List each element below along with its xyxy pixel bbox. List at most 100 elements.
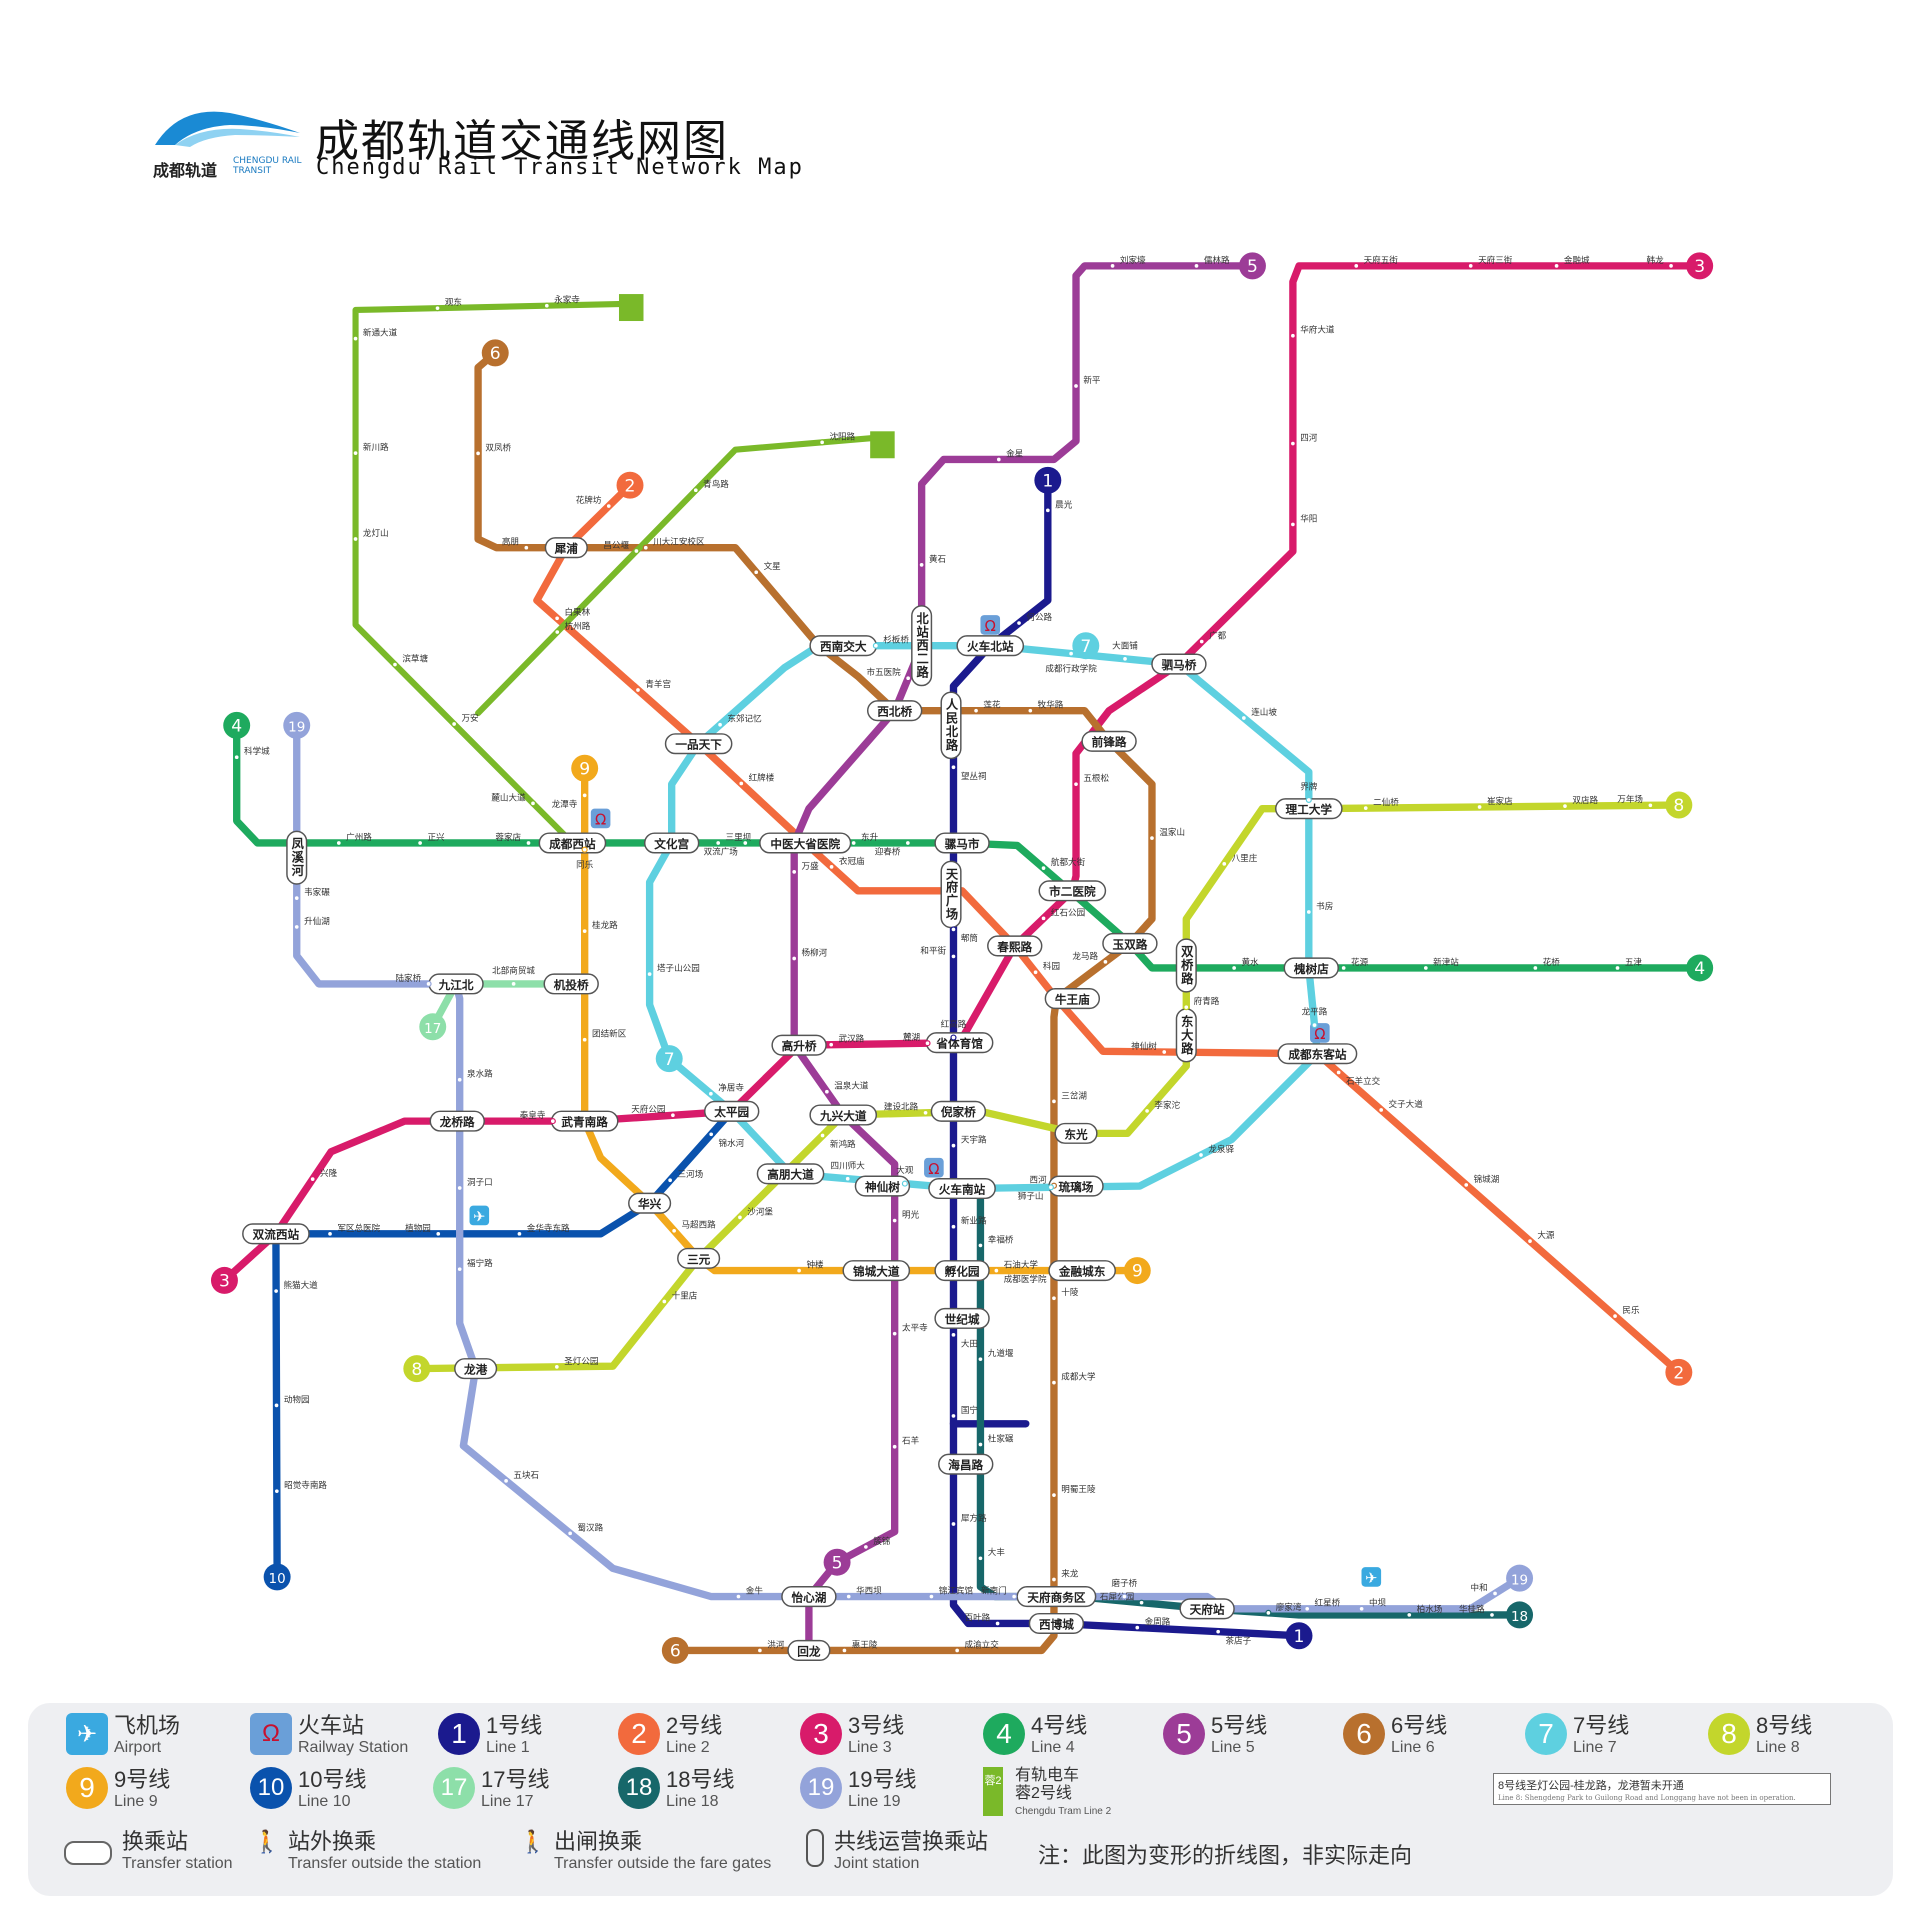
station[interactable]: 十陵 xyxy=(1050,1286,1079,1302)
line-4-badge[interactable]: 4 xyxy=(223,711,251,739)
station[interactable]: 迎春桥 xyxy=(875,839,911,858)
transfer-station[interactable]: 九兴大道 xyxy=(809,1104,878,1126)
transfer-station[interactable]: 高朋大道 xyxy=(756,1163,825,1185)
station[interactable]: 军区总医院 xyxy=(326,1222,381,1237)
line-19-badge[interactable]: 19 xyxy=(283,711,311,739)
station[interactable]: 圣灯公园 xyxy=(553,1356,598,1370)
station[interactable]: 华府大道 xyxy=(1289,324,1335,339)
transfer-station[interactable]: 北站西二路 xyxy=(911,605,933,687)
station[interactable]: 市五医院 xyxy=(866,666,912,682)
station[interactable]: 建设北路 xyxy=(884,1101,929,1116)
station[interactable]: 太平寺 xyxy=(891,1322,928,1337)
station[interactable]: 花牌坊 xyxy=(576,494,612,510)
station[interactable]: 八里庄 xyxy=(1221,852,1258,867)
line-18-badge[interactable]: 18 xyxy=(1506,1601,1534,1629)
station[interactable]: 惠王陵 xyxy=(841,1638,878,1654)
station[interactable]: 大丰 xyxy=(977,1546,1005,1562)
station[interactable]: 连山坡 xyxy=(1240,706,1277,722)
station[interactable]: 茶店子 xyxy=(1215,1628,1252,1646)
transfer-station[interactable]: 犀浦 xyxy=(544,537,588,559)
transfer-station[interactable]: 春熙路 xyxy=(987,935,1043,957)
station[interactable]: 成都行政学院 xyxy=(1045,650,1097,674)
line-10-badge[interactable]: 10 xyxy=(263,1563,291,1591)
transfer-station[interactable]: 怡心湖 xyxy=(781,1585,837,1608)
station[interactable]: 秦皇寺 xyxy=(520,1109,556,1125)
transfer-station[interactable]: 中医大省医院 xyxy=(759,832,852,854)
station[interactable]: 动物园 xyxy=(273,1393,310,1409)
line-1-badge[interactable]: 1 xyxy=(1034,466,1062,494)
station[interactable]: 五根松 xyxy=(1072,772,1110,788)
transfer-station[interactable]: 华兴 xyxy=(628,1192,672,1214)
station[interactable]: 刘家壕 xyxy=(1109,254,1146,269)
station[interactable]: 成渝立交 xyxy=(954,1638,999,1654)
transfer-station[interactable]: 驷马桥 xyxy=(1151,653,1207,675)
station[interactable]: 锦水河 xyxy=(708,1131,745,1149)
line-7-badge[interactable]: 7 xyxy=(1072,632,1100,660)
station[interactable]: 李家沱 xyxy=(1144,1099,1181,1114)
station[interactable]: 双凤桥 xyxy=(475,441,512,457)
station[interactable]: 神仙树 xyxy=(1131,1040,1168,1056)
station[interactable]: 科园 xyxy=(1032,960,1060,976)
transfer-station[interactable]: 理工大学 xyxy=(1274,798,1343,820)
station[interactable]: 蜀汉路 xyxy=(567,1521,604,1537)
station[interactable]: 韩龙 xyxy=(1647,254,1675,269)
station[interactable]: 四川师大 xyxy=(831,1159,866,1182)
station[interactable]: 天府五街 xyxy=(1353,254,1398,269)
station[interactable]: 天府三街 xyxy=(1467,254,1513,269)
line-5-badge[interactable]: 5 xyxy=(823,1548,851,1576)
station[interactable]: 同乐 xyxy=(576,846,594,870)
line-8-badge[interactable]: 8 xyxy=(403,1355,431,1383)
station[interactable]: 郫筒 xyxy=(950,926,978,944)
transfer-station[interactable]: 成都西站 xyxy=(538,832,607,854)
station[interactable]: 红牌楼 xyxy=(738,771,775,787)
station[interactable]: 团结新区 xyxy=(581,1028,627,1043)
station[interactable]: 泉水路 xyxy=(456,1068,493,1083)
transfer-station[interactable]: 太平园 xyxy=(704,1100,760,1122)
station[interactable]: 广州路 xyxy=(335,831,372,847)
line-5-badge[interactable]: 5 xyxy=(1238,252,1266,280)
transfer-station[interactable]: 一品天下 xyxy=(664,733,733,755)
transfer-station[interactable]: 龙港 xyxy=(454,1358,498,1380)
station[interactable]: 龙灯山 xyxy=(352,527,389,543)
station[interactable]: 莲花 xyxy=(973,699,1001,714)
station[interactable]: 民乐 xyxy=(1611,1304,1640,1320)
transfer-station[interactable]: 回龙 xyxy=(787,1639,831,1661)
station[interactable]: 黄石 xyxy=(918,553,946,568)
transfer-station[interactable]: 天府广场 xyxy=(940,860,962,929)
station[interactable]: 熊猫大道 xyxy=(273,1279,318,1295)
station[interactable]: 成都大学 xyxy=(1050,1371,1096,1386)
transfer-station[interactable]: 前锋路 xyxy=(1081,730,1137,752)
station[interactable]: 百叶路 xyxy=(965,1611,1001,1627)
transfer-station[interactable]: 西北桥 xyxy=(866,700,923,722)
transfer-station[interactable]: 东大路 xyxy=(1175,1008,1197,1063)
station[interactable]: 万盛 xyxy=(791,860,819,875)
station[interactable]: 幸福桥 xyxy=(977,1233,1014,1249)
transfer-station[interactable]: 机投桥 xyxy=(543,973,599,995)
station[interactable]: 九道堰 xyxy=(977,1347,1014,1363)
station[interactable]: 界牌 xyxy=(1300,781,1318,803)
station[interactable]: 磨子桥 xyxy=(1112,1577,1138,1600)
transfer-station[interactable]: 火车北站 xyxy=(956,635,1025,657)
transfer-station[interactable]: 海昌路 xyxy=(938,1453,994,1475)
station[interactable]: 崔家店 xyxy=(1476,795,1513,811)
station[interactable]: 望丛祠 xyxy=(950,764,987,782)
transfer-station[interactable]: 神仙树 xyxy=(854,1175,911,1197)
station[interactable]: 永家寺 xyxy=(543,294,580,309)
line-6-badge[interactable]: 6 xyxy=(481,339,509,367)
transfer-station[interactable]: 金融城东 xyxy=(1048,1260,1116,1282)
station[interactable]: 青鸟路 xyxy=(692,478,729,494)
station[interactable]: 新津站 xyxy=(1422,956,1459,972)
station[interactable]: 石羊 xyxy=(891,1435,920,1450)
station[interactable]: 洞子口 xyxy=(456,1177,493,1192)
station[interactable]: 升仙湖 xyxy=(293,915,330,930)
station[interactable]: 川大江安校区 xyxy=(642,536,705,551)
station[interactable]: 大观 xyxy=(896,1164,914,1187)
transfer-station[interactable]: 火车南站 xyxy=(928,1177,996,1200)
station[interactable]: 华阳 xyxy=(1289,512,1317,528)
transfer-station[interactable]: 市二医院 xyxy=(1038,880,1107,902)
station[interactable]: 簇锦 xyxy=(862,1535,890,1550)
station[interactable]: 来龙 xyxy=(1050,1567,1079,1583)
station[interactable]: 兴隆 xyxy=(309,1167,338,1183)
line-9-badge[interactable]: 9 xyxy=(1123,1257,1151,1285)
station[interactable]: 韦家碾 xyxy=(293,886,330,902)
